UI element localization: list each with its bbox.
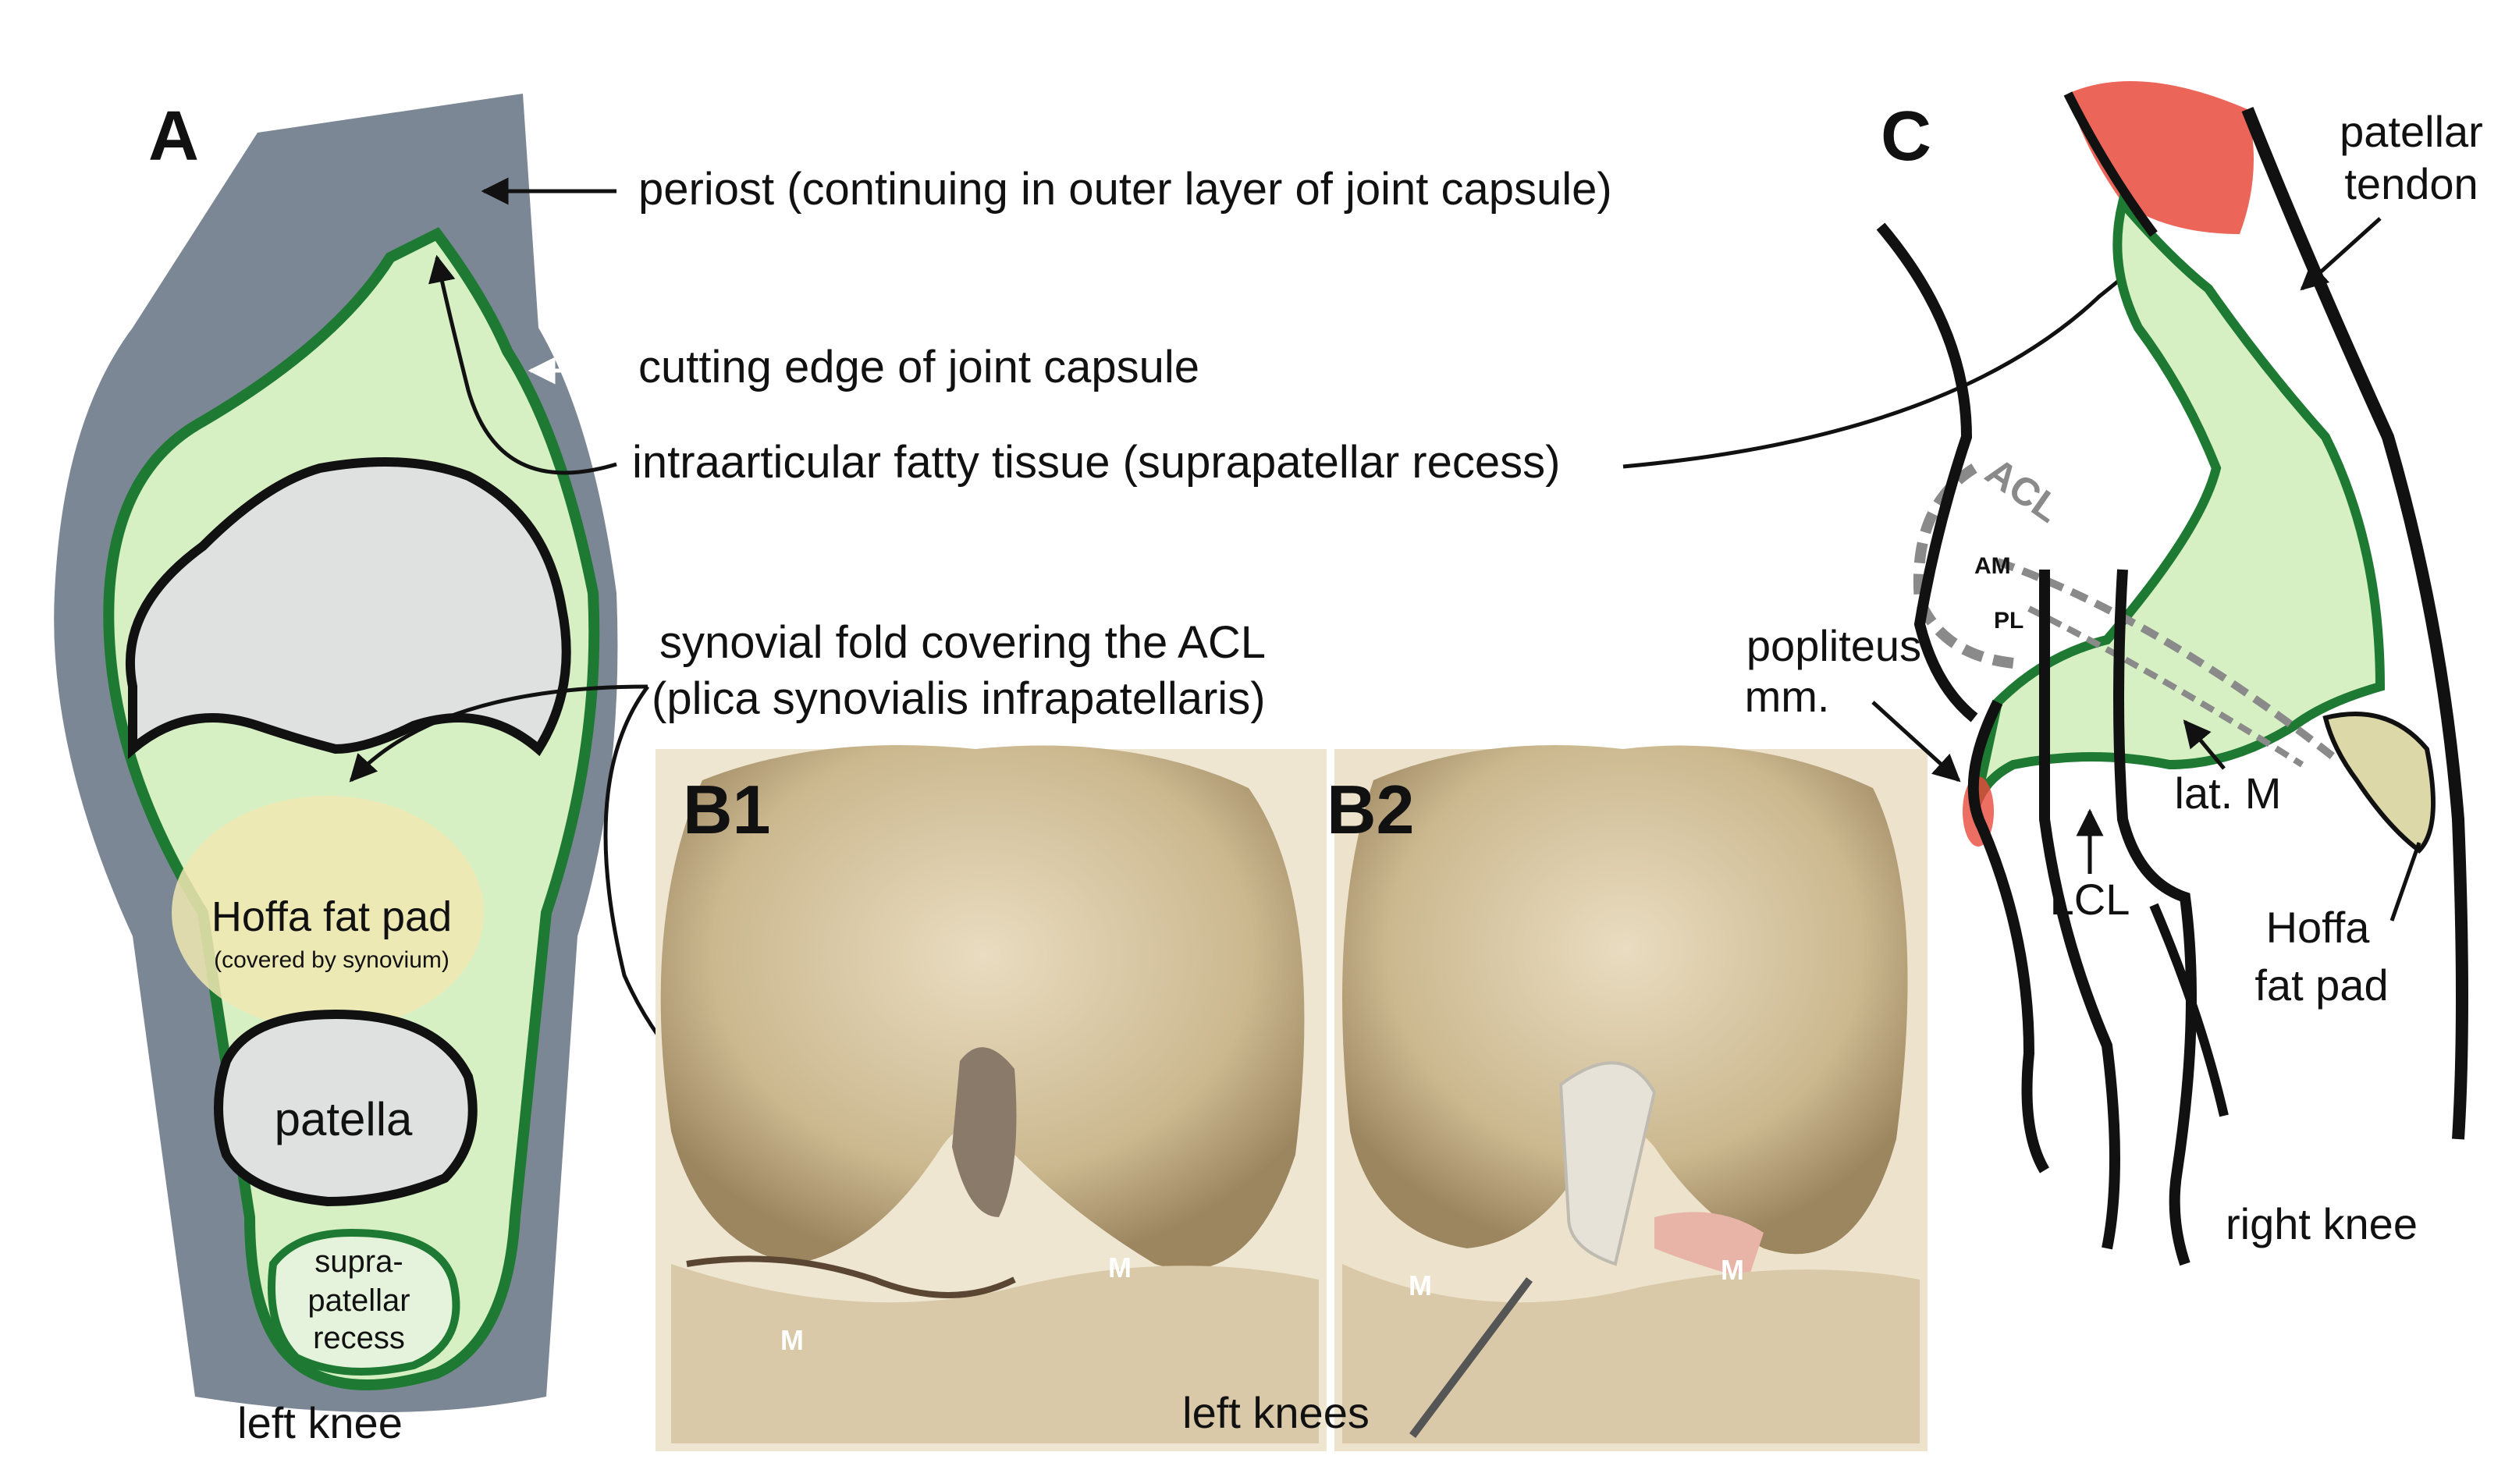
left-knee-label: left knee: [237, 1398, 403, 1447]
hoffa-c-pointer: [2389, 842, 2421, 921]
synovial-fold-arrow-a: [349, 684, 648, 783]
photo-b1: [656, 745, 1327, 1451]
synovial-fold-label-1: synovial fold covering the ACL: [659, 617, 1266, 668]
right-knee-label: right knee: [2226, 1199, 2418, 1248]
panel-label-a: A: [148, 98, 199, 176]
acl-bundle-2: [2027, 605, 2304, 768]
pl-label: PL: [1994, 608, 2023, 634]
patella-label: patella: [275, 1093, 413, 1145]
patellar-tendon-label-2: tendon: [2344, 159, 2478, 208]
supra-label-2: patellar: [307, 1283, 410, 1318]
lat-m-arrow: [2183, 719, 2226, 770]
lcl-label: LCL: [2050, 875, 2130, 924]
left-knees-label: left knees: [1182, 1388, 1370, 1437]
acl-label: ACL: [1977, 449, 2068, 531]
photo-b2: [1334, 745, 1928, 1451]
m-label-b2-right: M: [1721, 1254, 1744, 1286]
hoffa-c-label-1: Hoffa: [2266, 903, 2371, 952]
m-label-b2-left: M: [1409, 1269, 1432, 1301]
patella-shape: [214, 1009, 478, 1207]
fatty-tissue-arrow-c: [1622, 248, 2155, 469]
fatty-tissue-label: intraarticular fatty tissue (suprapatell…: [632, 437, 1560, 488]
femur-cartilage: [126, 457, 571, 760]
panel-label-c: C: [1881, 98, 1931, 176]
panel-label-b1: B1: [683, 771, 771, 848]
am-label: AM: [1974, 553, 2011, 579]
panel-a-drawing: [54, 94, 618, 1412]
suprapatellar-recess-shape: [268, 1228, 460, 1376]
supra-label-1: supra-: [314, 1244, 403, 1279]
patellar-tendon-arrow: [2300, 217, 2382, 291]
panel-label-b2: B2: [1327, 771, 1415, 848]
hoffa-label: Hoffa fat pad: [211, 893, 452, 940]
panel-c-drawing: [1876, 81, 2468, 1266]
m-label-b1-right: M: [1108, 1251, 1132, 1283]
hoffa-fat-pad: [172, 796, 484, 1030]
m-label-b1-left: M: [780, 1324, 804, 1356]
popliteus-arrow: [1871, 701, 1961, 783]
popliteus-label-1: popliteus: [1746, 621, 1921, 670]
hoffa-sub-label: (covered by synovium): [214, 947, 449, 973]
patellar-tendon-shape: [2068, 81, 2254, 234]
popliteus-label-2: mm.: [1745, 672, 1830, 721]
supra-label-3: recess: [313, 1321, 405, 1355]
synovial-fold-label-2: (plica synovialis infrapatellaris): [652, 673, 1266, 724]
patellar-tendon-label-1: patellar: [2340, 107, 2483, 156]
periost-label: periost (continuing in outer layer of jo…: [638, 164, 1612, 215]
fatty-tissue-arrow-a: [428, 254, 617, 475]
hoffa-fat-pad-c: [2322, 712, 2436, 854]
acl-bundle: [1996, 558, 2336, 760]
hoffa-c-label-2: fat pad: [2254, 960, 2388, 1010]
lat-m-label: lat. M: [2175, 769, 2282, 818]
cutting-edge-label: cutting edge of joint capsule: [638, 342, 1199, 392]
